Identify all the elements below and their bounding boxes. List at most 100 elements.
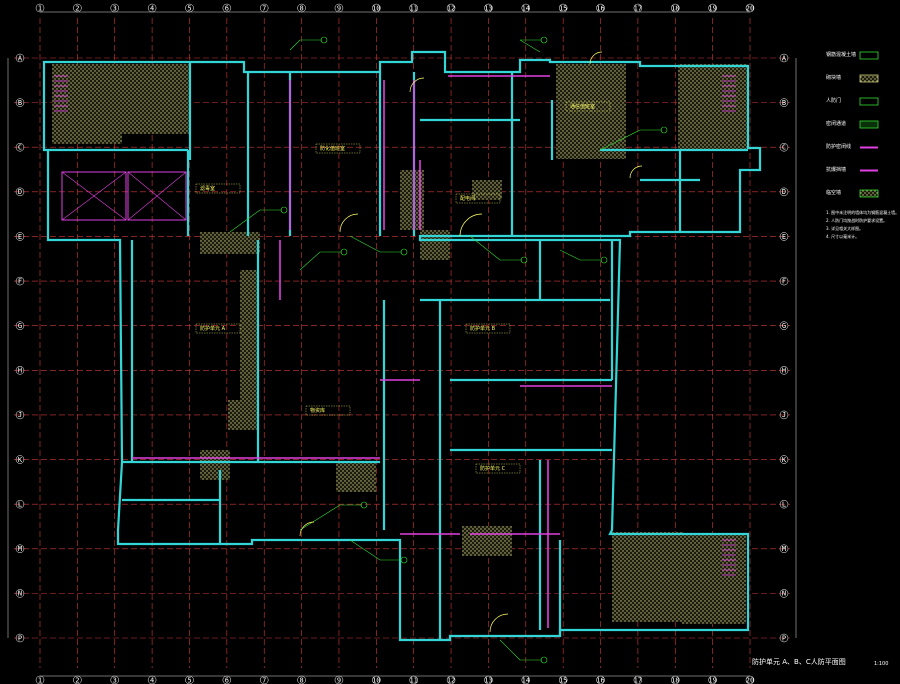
filter-room-diagonal — [61, 171, 127, 221]
axis-bubble — [596, 3, 605, 13]
detail-callout — [340, 248, 348, 256]
wall-segment — [122, 240, 612, 640]
hatch-area — [200, 232, 260, 254]
axis-bubble — [147, 3, 157, 13]
axis-bubble — [779, 98, 789, 107]
leader-line — [469, 235, 501, 261]
axis-bubble — [633, 3, 643, 13]
detail-callout — [540, 36, 548, 44]
axis-label-row: B — [782, 99, 786, 107]
axis-bubble — [779, 499, 789, 509]
axis-label-row: J — [18, 411, 22, 419]
axis-bubble — [15, 98, 25, 107]
axis-bubble — [372, 675, 381, 684]
axis-bubble — [521, 675, 531, 684]
hatch-area — [682, 534, 746, 624]
axis-bubble — [446, 675, 456, 684]
hatch-area — [556, 64, 626, 159]
axis-label-column: 6 — [225, 4, 229, 12]
axis-bubble — [35, 675, 45, 684]
legend-note: 2. 人防门均按战时防护要求设置。 — [826, 217, 887, 223]
axis-label-column: 11 — [409, 4, 417, 12]
axis-bubble — [779, 187, 789, 197]
axis-label-row: A — [782, 54, 787, 62]
axis-bubble — [745, 3, 755, 13]
axis-bubble — [15, 499, 25, 509]
legend-label: 砌块墙 — [826, 74, 841, 81]
legend-note: 4. 尺寸以毫米计。 — [826, 233, 859, 239]
hatch-area — [462, 526, 512, 556]
leader-line — [599, 129, 641, 151]
axis-label-column: 14 — [522, 676, 530, 684]
room-label: 防化值班室 — [320, 145, 345, 152]
axis-bubble — [446, 3, 456, 13]
axis-label-row: P — [782, 634, 786, 642]
axis-bubble — [558, 675, 568, 684]
axis-label-row: J — [782, 411, 786, 419]
axis-label-column: 19 — [708, 4, 716, 12]
axis-bubble — [745, 675, 755, 684]
axis-bubble — [185, 675, 194, 684]
axis-bubble — [334, 3, 344, 13]
axis-bubble — [15, 366, 25, 375]
hatch-area — [678, 64, 748, 149]
axis-label-column: 13 — [484, 676, 492, 684]
room-label-box — [475, 463, 521, 474]
axis-label-row: N — [18, 590, 22, 598]
leader-line — [519, 39, 541, 53]
axis-label-row: D — [782, 188, 786, 196]
axis-bubble — [15, 187, 25, 197]
axis-label-column: 5 — [187, 4, 191, 12]
room-label: 滤毒室 — [200, 185, 215, 192]
axis-label-row: L — [782, 500, 786, 508]
axis-label-row: A — [18, 54, 23, 62]
axis-label-column: 7 — [262, 4, 266, 12]
leader-line — [349, 235, 381, 253]
axis-label-column: 16 — [596, 4, 604, 12]
protective-lines — [132, 75, 612, 628]
axis-bubble — [779, 455, 789, 464]
room-label: 防护单元 A — [200, 325, 226, 332]
axis-bubble — [671, 675, 680, 684]
axis-label-row: C — [18, 144, 22, 152]
axis-label-column: 19 — [708, 676, 716, 684]
axis-bubble — [633, 675, 643, 684]
hatch-area — [420, 230, 450, 260]
axis-label-row: F — [782, 277, 786, 285]
axis-label-column: 9 — [337, 676, 341, 684]
hatch-area — [120, 64, 190, 134]
wall-segment — [122, 448, 612, 636]
detail-callout — [320, 36, 328, 44]
axis-label-row: G — [18, 322, 22, 330]
legend-label: 钢筋混凝土墙 — [826, 51, 856, 58]
axis-labels: 1122334455667788991010111112121313141415… — [15, 3, 789, 684]
drawing-title: 防护单元 A、B、C人防平面图 — [752, 657, 846, 666]
axis-label-column: 4 — [150, 676, 154, 684]
axis-bubble — [35, 3, 45, 13]
room-label: 物资库 — [310, 407, 325, 414]
axis-bubble — [73, 675, 82, 684]
axis-bubble — [708, 3, 717, 13]
hatch-areas — [52, 64, 748, 624]
hatch-area — [200, 450, 230, 480]
legend-note: 3. 详见相关大样图。 — [826, 225, 863, 231]
axis-label-column: 8 — [299, 676, 303, 684]
detail-callout — [660, 126, 668, 134]
drawing-scale: 1:100 — [874, 661, 888, 667]
hatch-area — [336, 462, 376, 492]
axis-label-row: K — [782, 456, 787, 464]
axis-label-column: 20 — [746, 676, 754, 684]
door-swing-arc — [299, 521, 315, 537]
axis-label-row: N — [782, 590, 786, 598]
axis-bubble — [779, 142, 789, 152]
axis-label-row: E — [782, 233, 786, 241]
axis-label-row: H — [782, 367, 786, 375]
axis-label-column: 12 — [447, 676, 455, 684]
axis-label-column: 14 — [522, 4, 530, 12]
wall-segment — [256, 240, 614, 462]
axis-label-row: L — [18, 500, 22, 508]
legend-label: 抗爆挡墙 — [826, 166, 846, 173]
axis-label-column: 5 — [187, 676, 191, 684]
detail-callout — [520, 256, 528, 264]
